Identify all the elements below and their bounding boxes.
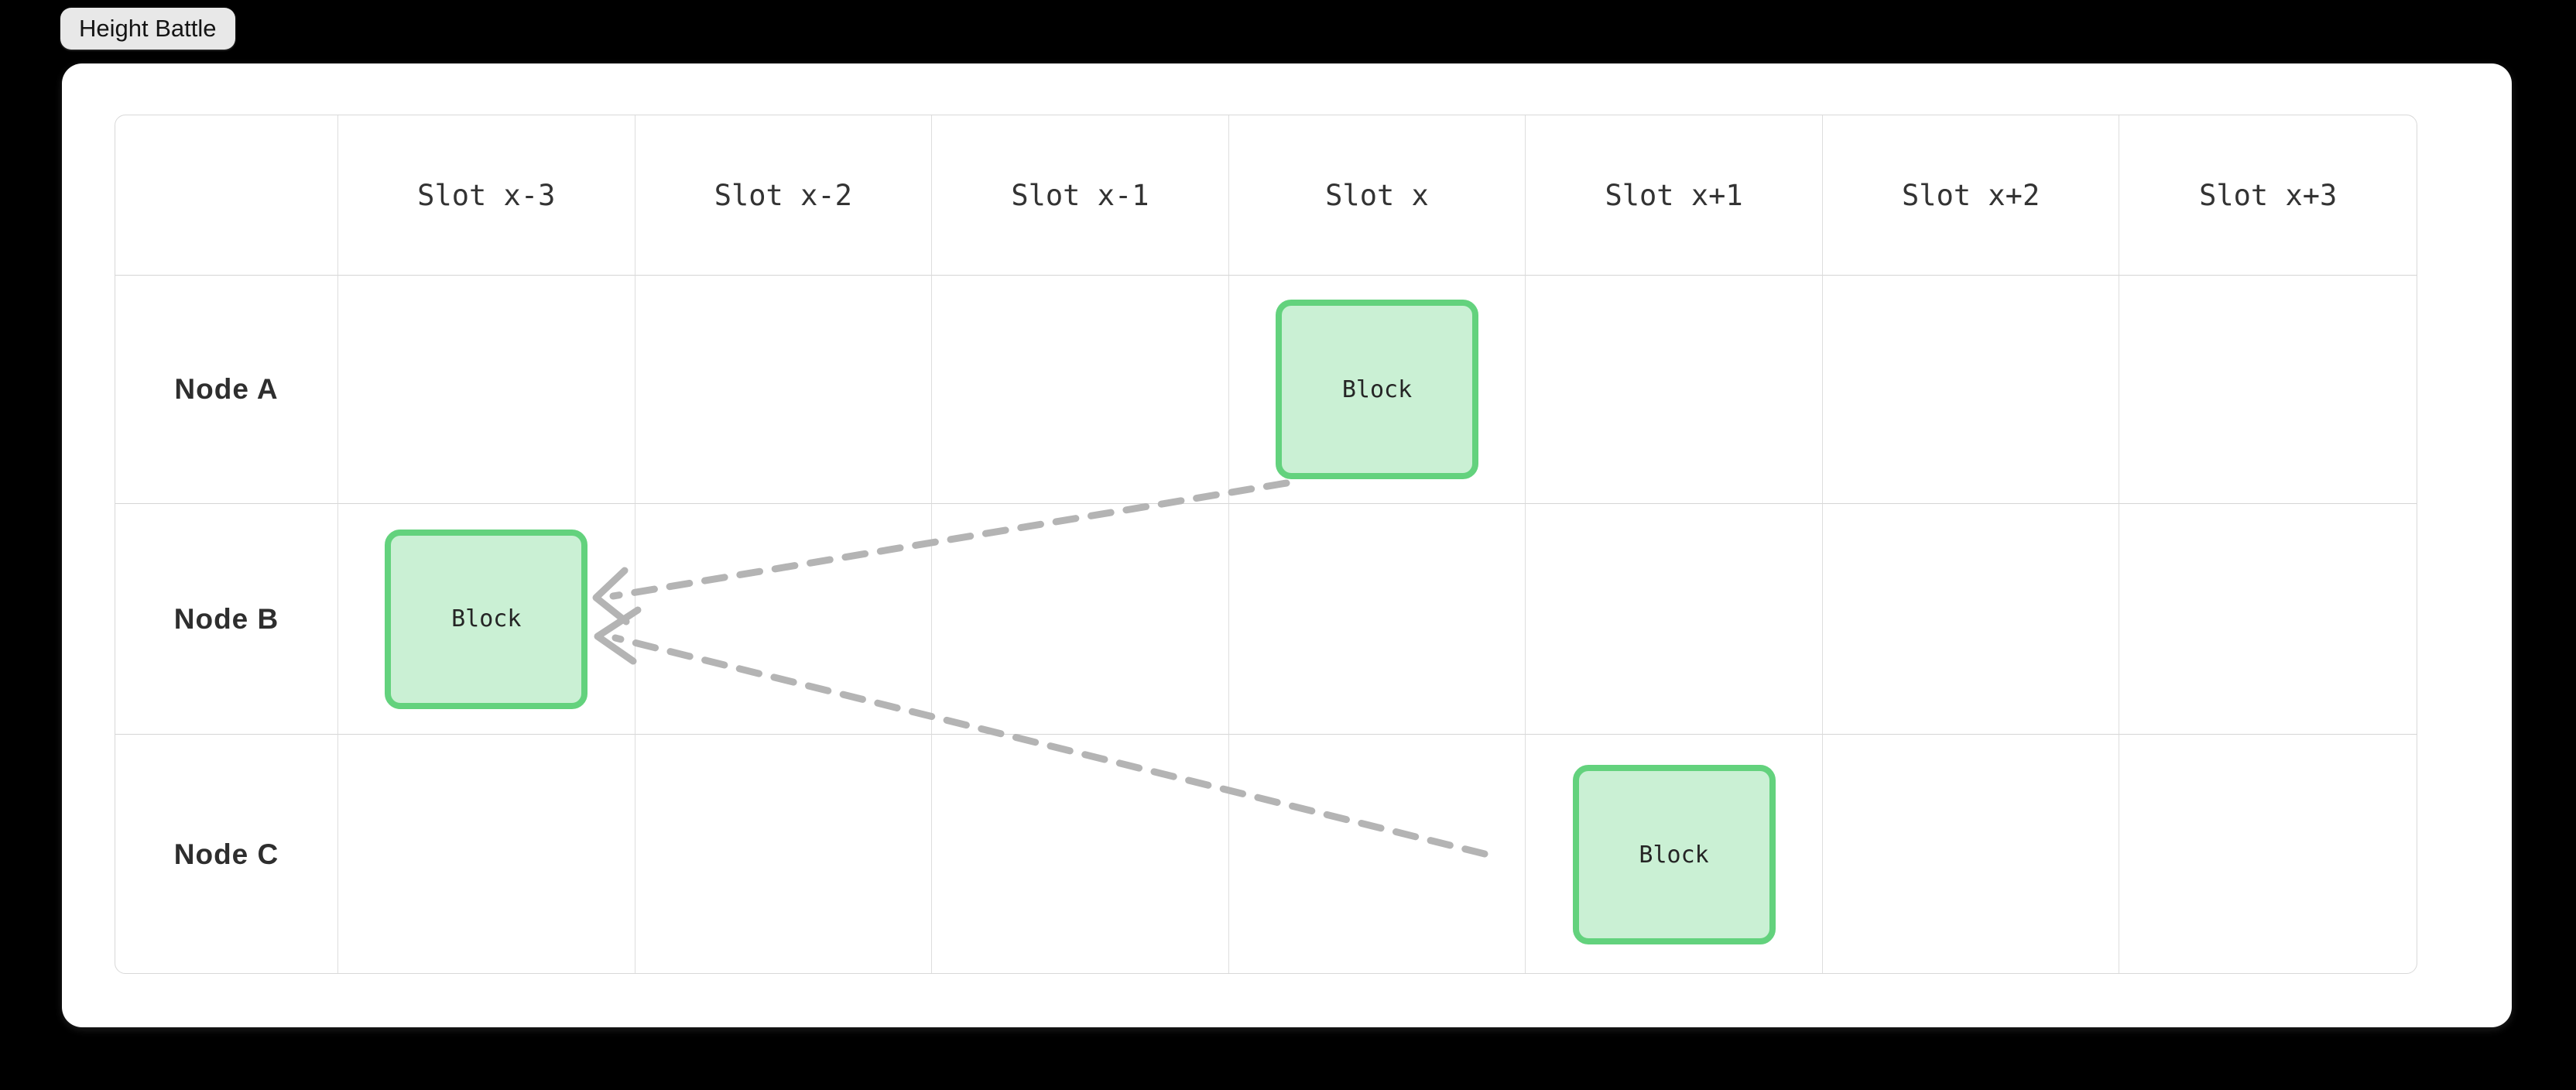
cell-node-a-slot-x-plus-3 <box>2119 276 2417 504</box>
cell-node-c-slot-x-plus-1: Block <box>1526 735 1823 973</box>
cell-node-b-slot-x-plus-1 <box>1526 504 1823 735</box>
block-node-c-slot-x-plus-1[interactable]: Block <box>1572 765 1776 944</box>
column-header-slot-x: Slot x <box>1228 115 1526 276</box>
cell-node-a-slot-x-plus-1 <box>1526 276 1823 504</box>
cell-node-b-slot-x-plus-3 <box>2119 504 2417 735</box>
cell-node-c-slot-x-3 <box>338 735 635 973</box>
block-node-a-slot-x[interactable]: Block <box>1275 300 1478 479</box>
column-header-slot-x-plus-2: Slot x+2 <box>1822 115 2120 276</box>
block-node-b-slot-x-3[interactable]: Block <box>385 529 588 709</box>
cell-node-c-slot-x-plus-2 <box>1823 735 2120 973</box>
row-label-node-c: Node C <box>115 735 338 973</box>
cell-node-b-slot-x-1 <box>932 504 1229 735</box>
cell-node-a-slot-x-1 <box>932 276 1229 504</box>
diagram-card: Slot x-3 Slot x-2 Slot x-1 Slot x Slot x… <box>62 63 2512 1027</box>
cell-node-c-slot-x-1 <box>932 735 1229 973</box>
column-header-slot-x-3: Slot x-3 <box>338 115 635 276</box>
column-header-slot-x-2: Slot x-2 <box>635 115 933 276</box>
slot-grid: Slot x-3 Slot x-2 Slot x-1 Slot x Slot x… <box>115 115 2417 974</box>
cell-node-c-slot-x <box>1229 735 1526 973</box>
row-label-node-b: Node B <box>115 504 338 735</box>
cell-node-a-slot-x: Block <box>1228 276 1526 504</box>
column-header-slot-x-plus-3: Slot x+3 <box>2119 115 2417 276</box>
column-header-slot-x-plus-1: Slot x+1 <box>1526 115 1823 276</box>
cell-node-a-slot-x-3 <box>338 276 635 504</box>
grid-corner-header <box>115 115 338 276</box>
cell-node-b-slot-x-3: Block <box>338 504 635 735</box>
cell-node-a-slot-x-2 <box>635 276 933 504</box>
page-title-badge: Height Battle <box>60 8 235 50</box>
row-label-node-a: Node A <box>115 276 338 504</box>
page-title-text: Height Battle <box>79 15 217 42</box>
cell-node-b-slot-x-2 <box>635 504 933 735</box>
cell-node-c-slot-x-2 <box>635 735 933 973</box>
cell-node-b-slot-x <box>1228 504 1526 735</box>
cell-node-b-slot-x-plus-2 <box>1822 504 2120 735</box>
column-header-slot-x-1: Slot x-1 <box>932 115 1229 276</box>
cell-node-c-slot-x-plus-3 <box>2119 735 2417 973</box>
cell-node-a-slot-x-plus-2 <box>1822 276 2120 504</box>
